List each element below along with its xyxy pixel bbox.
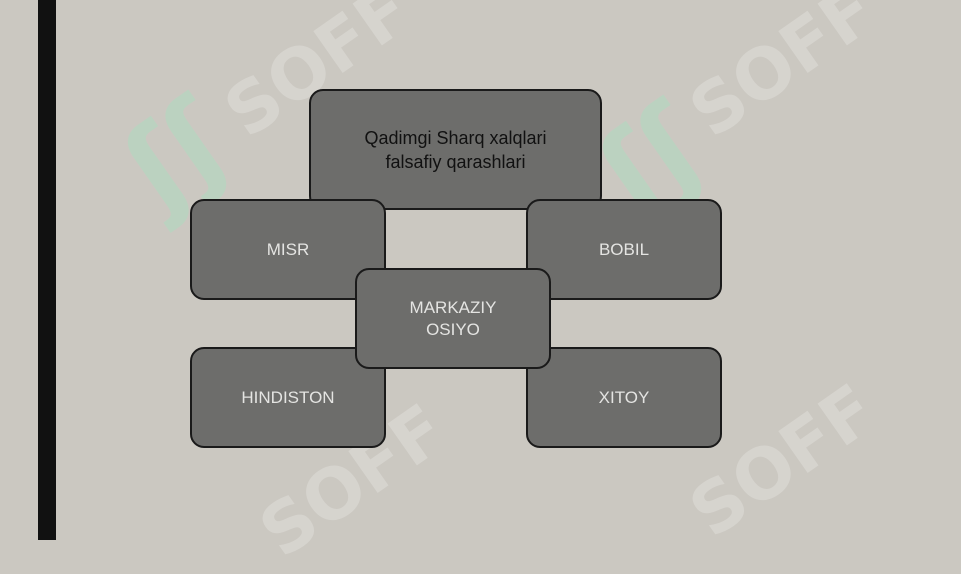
diagram-title-box: Qadimgi Sharq xalqlari falsafiy qarashla… [309,89,602,210]
node-bobil-label: BOBIL [598,239,650,259]
node-misr-label: MISR [266,239,310,259]
node-hindiston: HINDISTON [190,347,386,448]
node-hindiston-label: HINDISTON [241,387,335,407]
node-bobil: BOBIL [526,199,722,300]
left-accent-bar [38,0,56,540]
node-xitoy-label: XITOY [598,387,650,407]
node-misr: MISR [190,199,386,300]
diagram-title-line-2: falsafiy qarashlari [385,151,526,172]
node-xitoy: XITOY [526,347,722,448]
node-markaziy-osiyo: MARKAZIY OSIYO [355,268,551,369]
node-markaziy-osiyo-line-1: MARKAZIY [409,297,497,317]
node-markaziy-osiyo-line-2: OSIYO [426,319,480,339]
diagram-title-line-1: Qadimgi Sharq xalqlari [364,127,547,148]
watermark-text: SOFF [675,0,891,154]
